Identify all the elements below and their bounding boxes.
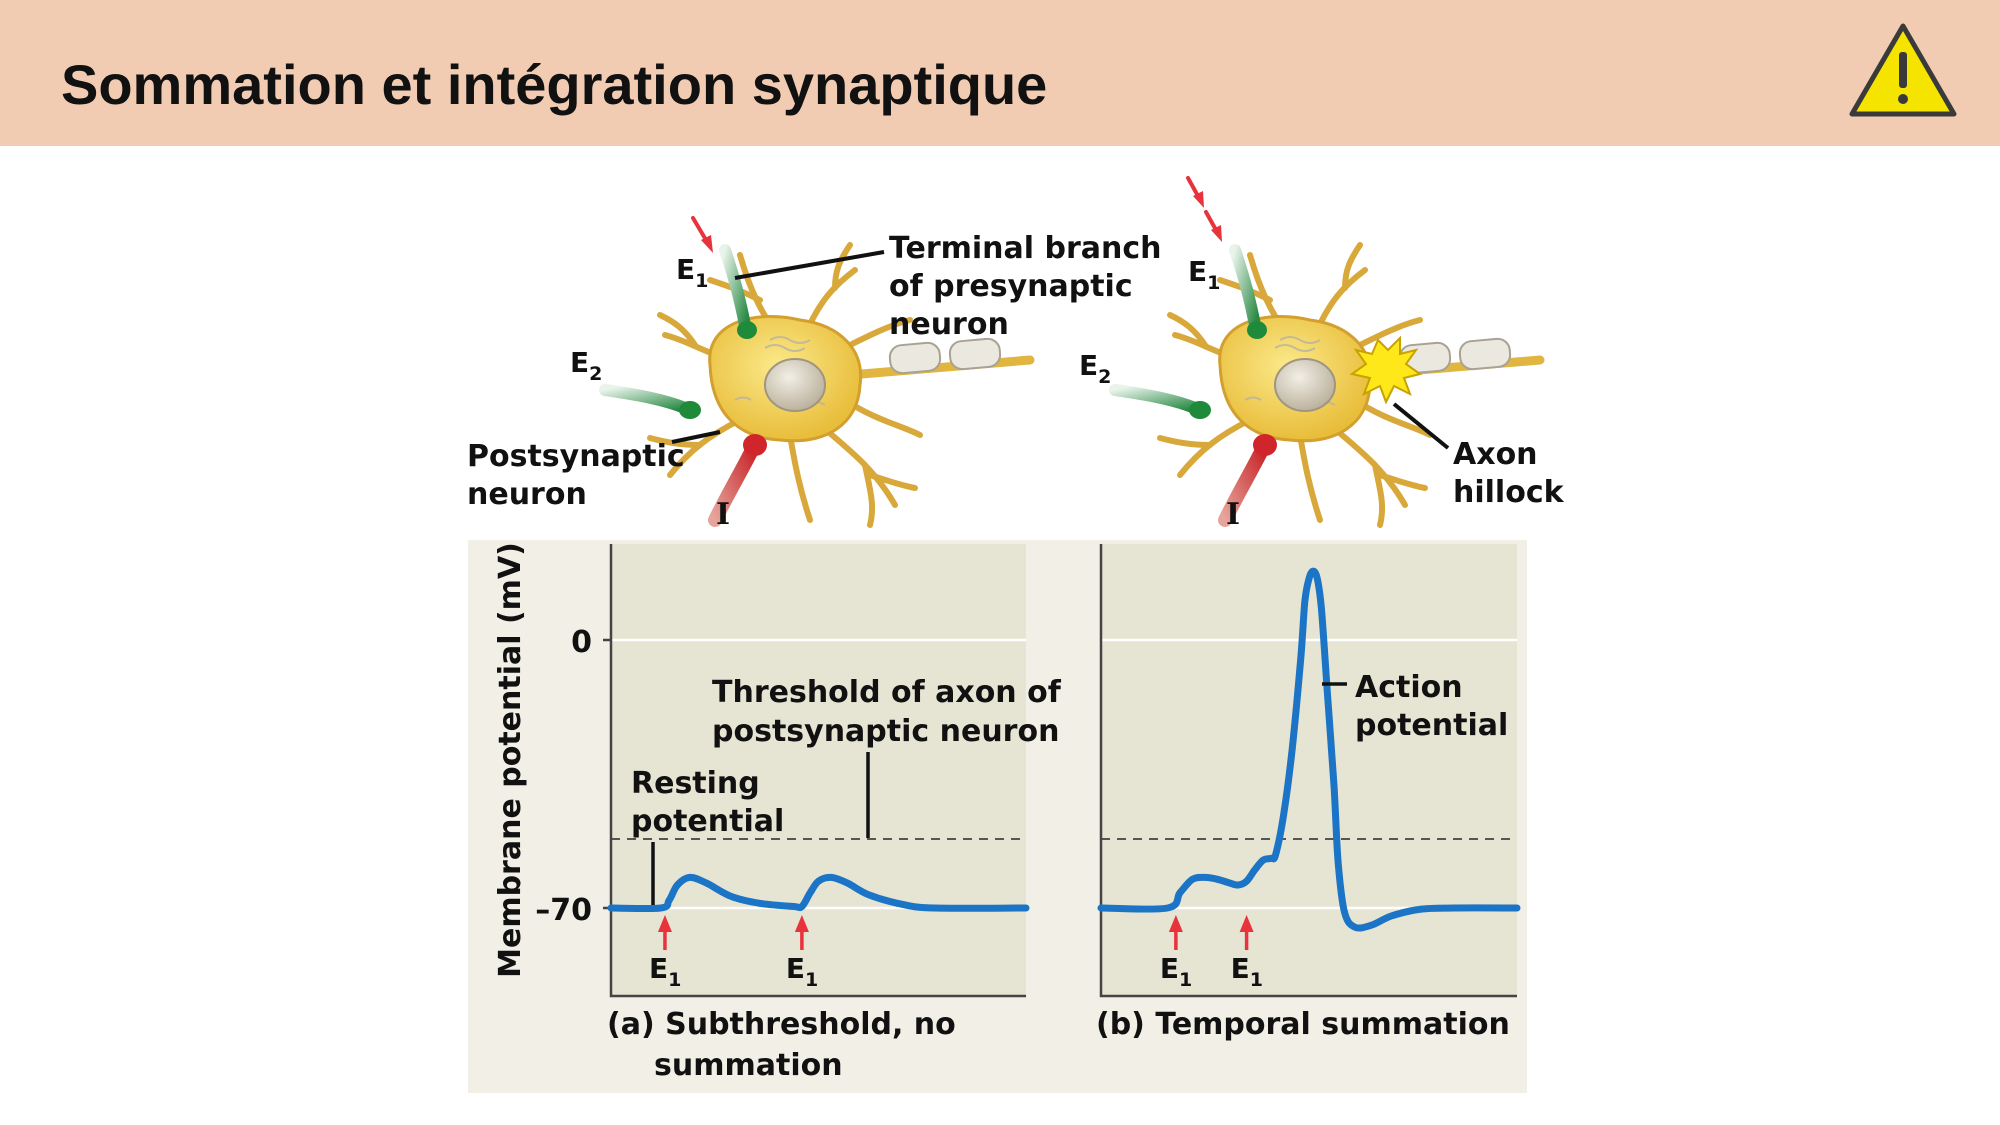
e2-label-right: E2 bbox=[1079, 349, 1111, 388]
stimulus-arrowhead-icon bbox=[794, 915, 809, 932]
postsynaptic-neuron-label: Postsynaptic neuron bbox=[467, 439, 695, 512]
hillock-leader-line bbox=[1392, 402, 1450, 450]
membrane-trace-b bbox=[1097, 567, 1521, 932]
stimulus-label: E1 bbox=[1160, 952, 1192, 991]
terminal-branch-label: Terminal branch of presynaptic neuron bbox=[889, 231, 1172, 342]
axon-hillock-spark-icon bbox=[1349, 335, 1423, 405]
threshold-annotation: Threshold of axon of postsynaptic neuron bbox=[712, 675, 1071, 749]
inhibitory-label-left: I bbox=[716, 497, 730, 532]
neuron-illustration-left bbox=[605, 216, 1030, 525]
warning-triangle-icon bbox=[1849, 23, 1957, 117]
stimulus-label: E1 bbox=[786, 952, 818, 991]
inhibitory-label-right: I bbox=[1226, 497, 1240, 532]
ytick-label-zero: 0 bbox=[571, 625, 592, 660]
title-banner bbox=[0, 0, 2000, 146]
stimulus-arrowhead-icon bbox=[1211, 225, 1222, 242]
stimulus-arrowhead-icon bbox=[1168, 915, 1183, 932]
stimulus-label: E1 bbox=[1231, 952, 1263, 991]
resting-potential-annotation: Resting potential bbox=[631, 766, 784, 839]
membrane-trace-a bbox=[607, 873, 1030, 913]
stimulus-arrowhead-icon bbox=[657, 915, 672, 932]
neuron-illustration-right bbox=[1115, 176, 1540, 525]
stimulus-arrow-icon bbox=[1204, 210, 1218, 232]
axon-hillock-label: Axon hillock bbox=[1453, 437, 1565, 510]
stimulus-label: E1 bbox=[649, 952, 681, 991]
stimulus-arrowhead-icon bbox=[1193, 191, 1204, 208]
postsynaptic-leader-line bbox=[671, 430, 721, 444]
panel-b-plot-area bbox=[1101, 544, 1517, 995]
axes-b bbox=[1099, 544, 1517, 998]
panel-a-plot-area bbox=[611, 544, 1026, 995]
e2-label-left: E2 bbox=[570, 346, 602, 385]
y-axis-label: Membrane potential (mV) bbox=[493, 542, 528, 978]
page-title: Sommation et intégration synaptique bbox=[61, 53, 1048, 116]
stimulus-arrowhead-icon bbox=[701, 235, 713, 253]
stimulus-arrow-icon bbox=[691, 216, 708, 242]
stimulus-arrowhead-icon bbox=[1239, 915, 1254, 932]
action-potential-annotation: Action potential bbox=[1355, 670, 1508, 743]
stimulus-arrow-icon bbox=[1186, 176, 1200, 198]
panel-b-caption: (b) Temporal summation bbox=[1096, 1007, 1510, 1042]
e1-label-right: E1 bbox=[1188, 255, 1220, 294]
axes-a bbox=[609, 544, 1026, 998]
ytick-label-rest: –70 bbox=[535, 893, 592, 928]
panel-a-caption: (a) Subthreshold, no summation bbox=[607, 1007, 966, 1083]
terminal-leader-line bbox=[734, 250, 885, 280]
e1-label-left: E1 bbox=[676, 253, 708, 292]
